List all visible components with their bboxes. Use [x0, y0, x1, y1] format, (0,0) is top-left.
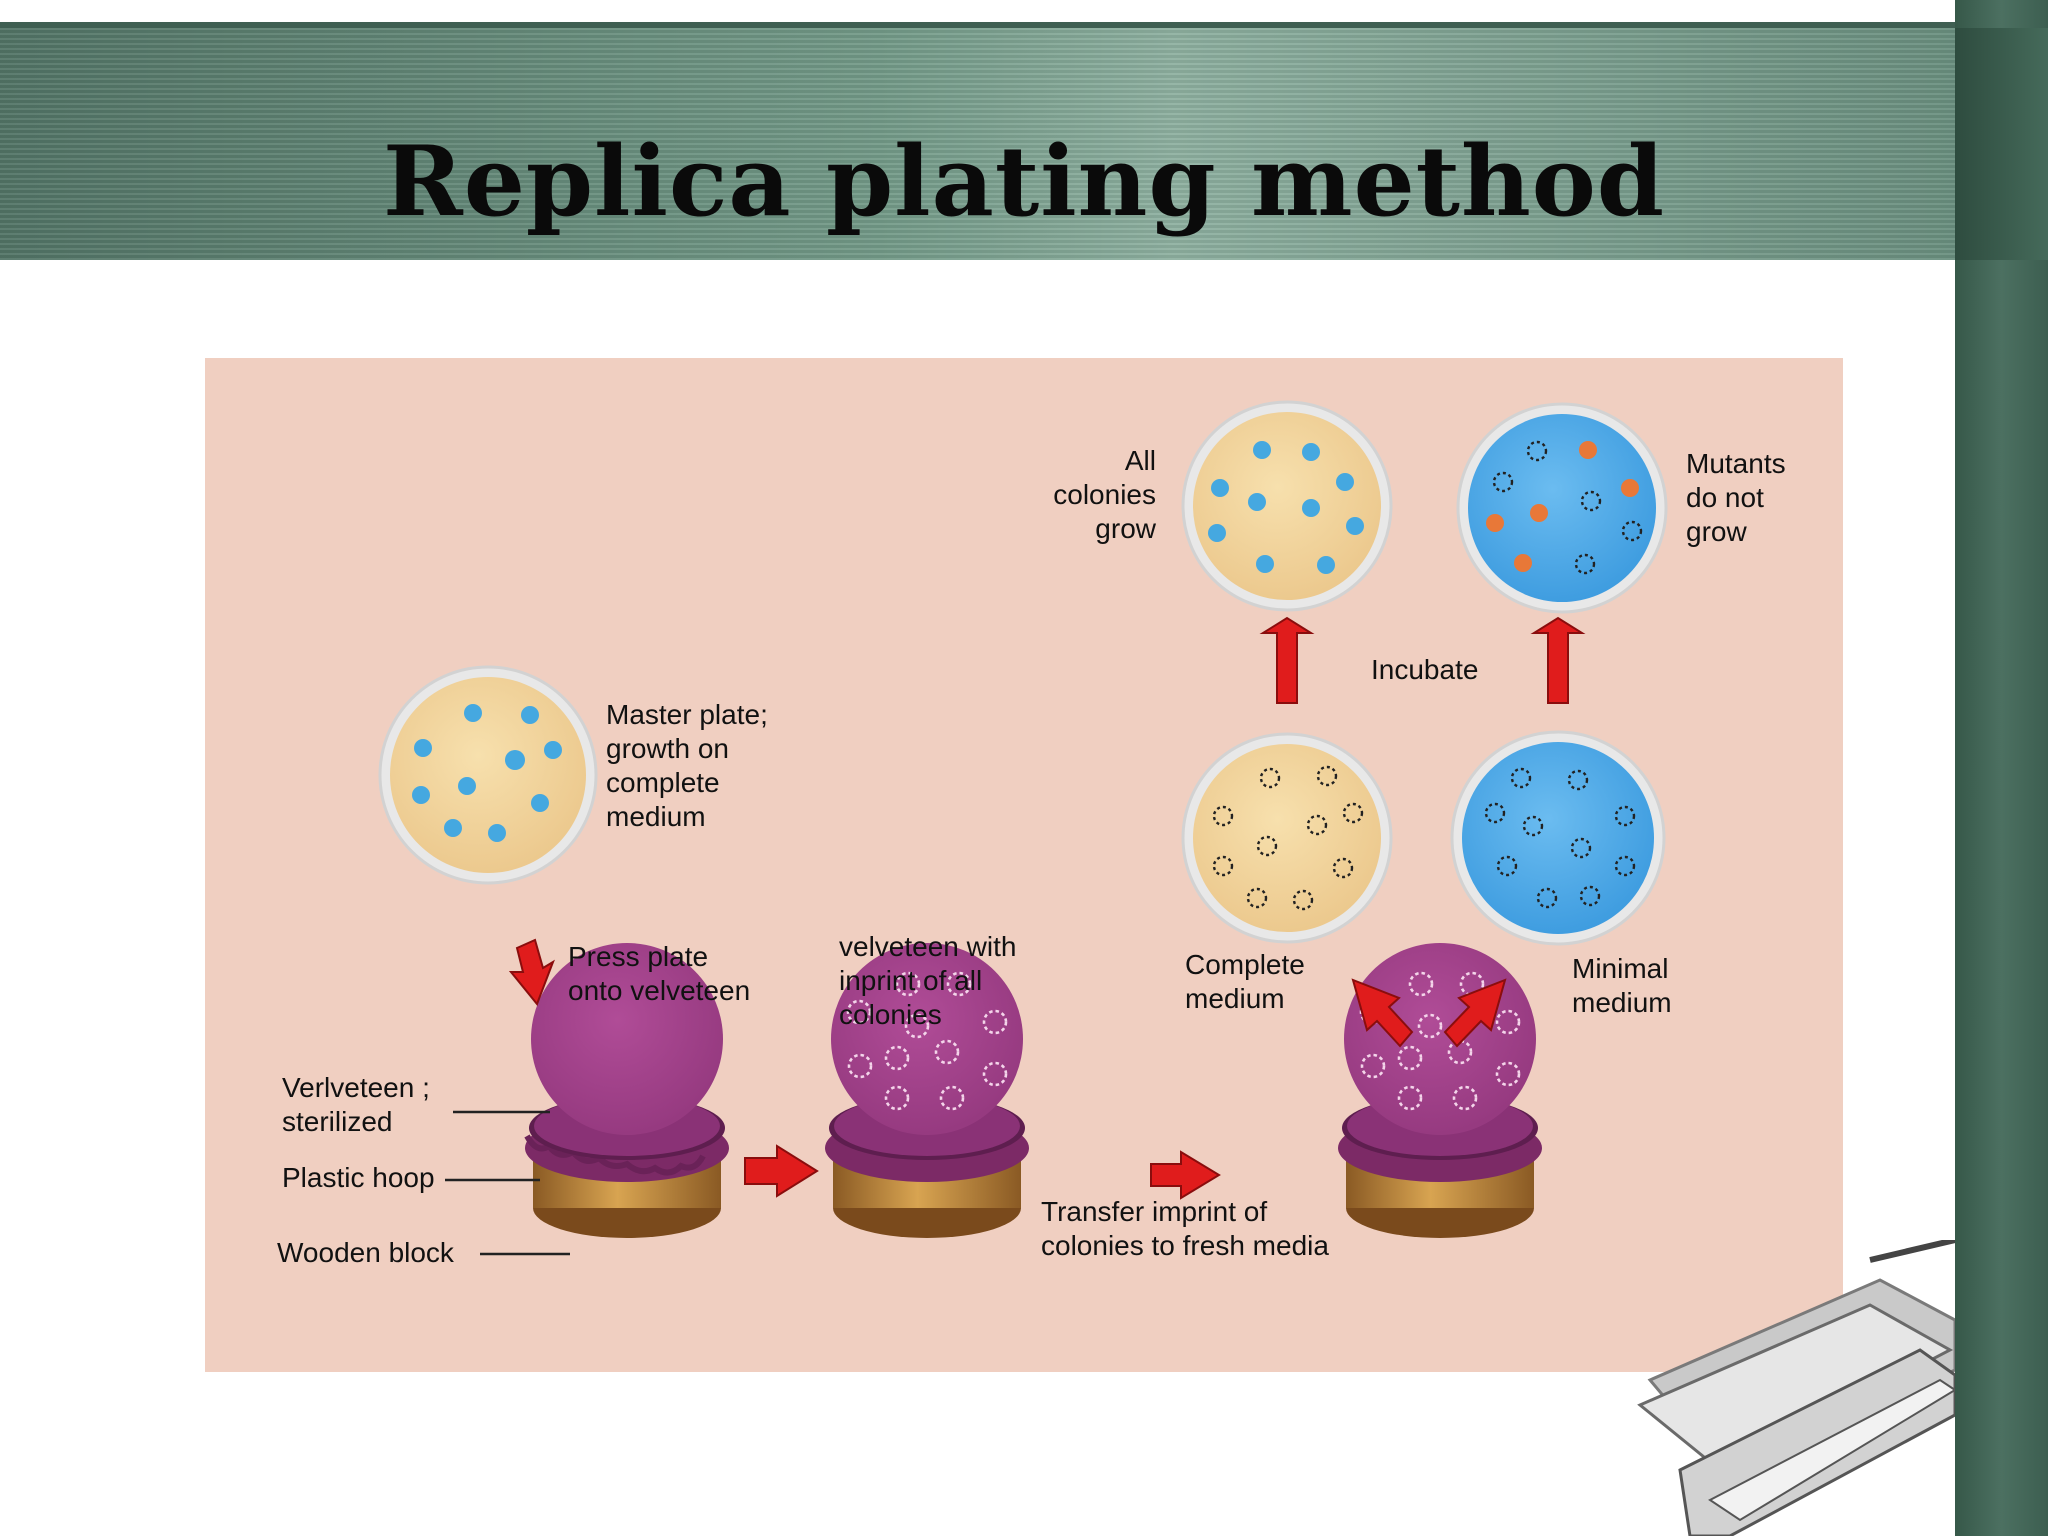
velveteen-block-sterilized: [524, 943, 729, 1238]
arrow-block1-to-block2: [744, 1144, 819, 1198]
header-band: [0, 28, 1955, 260]
label-mutants-do-not-grow: Mutants do not grow: [1686, 448, 1786, 547]
label-plastic-hoop: Plastic hoop: [282, 1162, 435, 1193]
master-plate: [378, 665, 598, 885]
arrow-incubate-minimal: [1530, 616, 1586, 704]
complete-medium-result-plate: [1181, 400, 1393, 612]
label-master-plate: Master plate; growth on complete medium: [606, 699, 768, 832]
minimal-medium-result-plate: [1456, 402, 1668, 614]
label-minimal-medium: Minimal medium: [1572, 953, 1672, 1018]
page-title: Replica plating method: [383, 125, 1665, 238]
corner-decoration: [1637, 1240, 1955, 1536]
label-incubate: Incubate: [1371, 654, 1479, 685]
minimal-medium-plate: [1450, 730, 1666, 946]
label-transfer-imprint: Transfer imprint of colonies to fresh me…: [1041, 1196, 1329, 1261]
velveteen-block-imprint: [825, 943, 1029, 1238]
arrow-to-complete: [1351, 978, 1414, 1048]
arrow-to-minimal: [1443, 978, 1507, 1048]
replica-plating-diagram: [378, 400, 1668, 1256]
label-wooden-block: Wooden block: [277, 1237, 454, 1268]
right-side-band-top: [1955, 28, 2048, 260]
arrow-press-down: [508, 938, 555, 1006]
label-all-colonies-grow: All colonies grow: [1053, 445, 1156, 544]
label-complete-medium: Complete medium: [1185, 949, 1305, 1014]
label-press-plate: Press plate onto velveteen: [568, 941, 751, 1006]
header-top-line: [0, 22, 1955, 28]
leader-lines: [445, 1110, 570, 1256]
process-arrows: [508, 616, 1586, 1200]
arrow-transfer: [1150, 1150, 1221, 1200]
label-velveteen-inprint: velveteen with inprint of all colonies: [839, 931, 1017, 1030]
velveteen-block-transfer: [1338, 943, 1542, 1238]
complete-medium-plate: [1181, 732, 1393, 944]
label-velveteen-sterilized: Verlveteen ; sterilized: [282, 1072, 430, 1137]
arrow-incubate-complete: [1259, 616, 1315, 704]
